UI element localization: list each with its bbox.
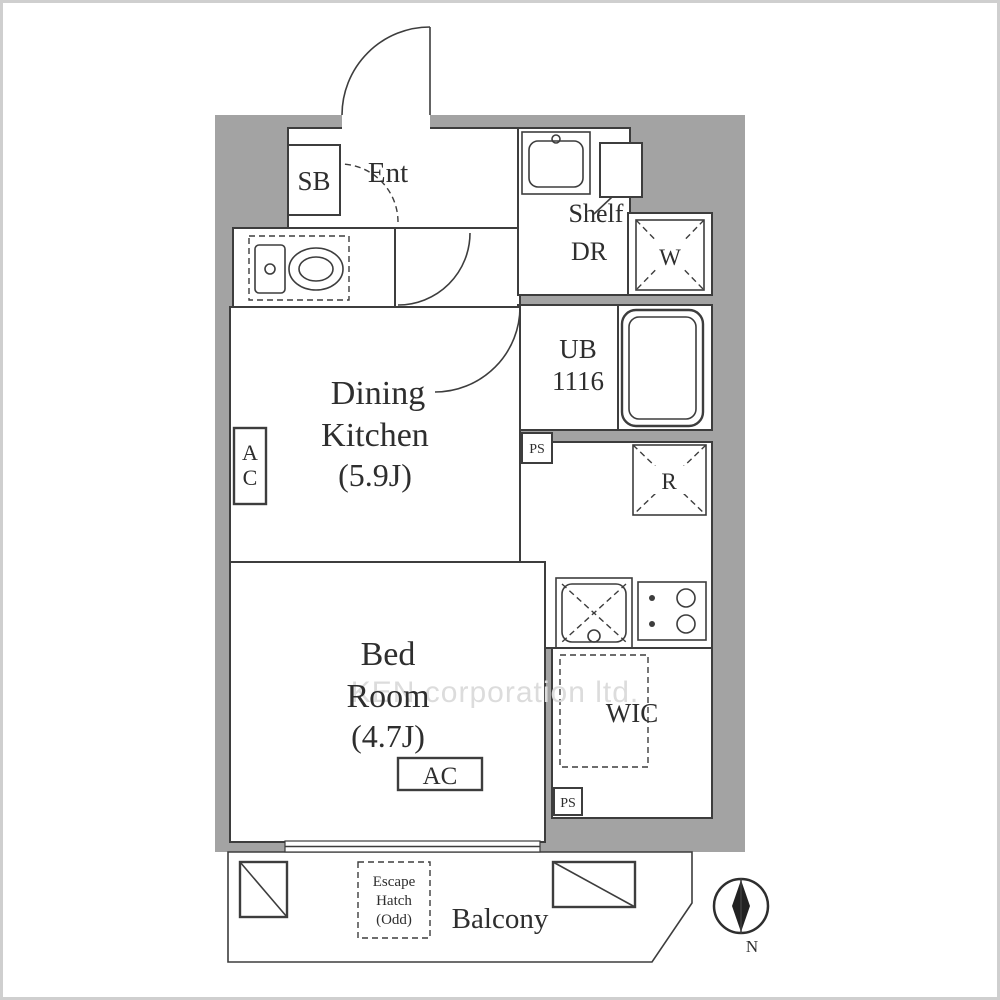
toilet-door-arc: [397, 232, 471, 306]
balcony-label: Balcony: [452, 903, 549, 935]
ac-bedroom-label: AC: [423, 763, 458, 790]
washbasin-outer: [521, 131, 591, 195]
washer-icon: [635, 219, 705, 291]
entry-door-opening: [342, 108, 430, 132]
shelf-box: [599, 142, 643, 198]
bath-area: [617, 304, 713, 431]
ac-unit-bedroom-box: [396, 756, 484, 792]
ub-label-line1: UB: [559, 334, 597, 364]
washer-diagonal-2: [635, 219, 705, 291]
escape-hatch-line2: Hatch: [376, 893, 412, 909]
balcony: [227, 851, 693, 963]
shoe-box: [287, 144, 341, 216]
room-toilet: [232, 227, 396, 308]
balcony-fixture-right: [551, 860, 637, 909]
toilet-bowl-inner: [298, 256, 334, 282]
ps-lower-label: PS: [560, 796, 576, 811]
balcony-fixture-right-diagonal: [552, 861, 636, 908]
escape-hatch: Escape Hatch (Odd): [357, 861, 431, 939]
wic-label: WIC: [606, 698, 658, 728]
room-bedroom: [229, 561, 546, 843]
stove-burner-1: [676, 588, 696, 608]
escape-hatch-line3: (Odd): [376, 912, 412, 928]
pipe-space-upper-box: [521, 432, 553, 464]
ub-label-line2: 1116: [552, 366, 604, 396]
sink-drain: [587, 629, 601, 643]
fridge-box: [632, 444, 707, 516]
fridge-label-bg: [652, 466, 686, 494]
room-dining-kitchen: [229, 306, 521, 563]
entry-door: [341, 26, 431, 132]
dining-kitchen-label-line3: (5.9J): [338, 457, 412, 493]
washer-box: [635, 219, 705, 291]
balcony-outline: [227, 851, 693, 963]
stove-knob-1: [649, 595, 655, 601]
ac-unit-wall-box: [232, 426, 268, 506]
dk-door-arc: [434, 306, 521, 393]
shelf-label: Shelf: [569, 199, 624, 228]
toilet-flush-button: [264, 263, 276, 275]
stove-icon: [637, 581, 707, 641]
bathtub-outer: [620, 308, 705, 428]
ac-wall-label: AC: [238, 440, 263, 490]
compass: N: [712, 877, 770, 956]
stove-burner-2: [676, 614, 696, 634]
toilet-bowl: [288, 247, 344, 291]
dining-kitchen-label-line1: Dining: [331, 375, 425, 412]
washbasin-icon: [521, 131, 591, 195]
shelf-leader-line: [593, 196, 613, 215]
pipe-space-lower-box: [553, 787, 583, 816]
fridge-label: R: [661, 469, 677, 494]
stove-knob-2: [649, 621, 655, 627]
wic-hanging-dashed: [559, 654, 649, 768]
sb-label: SB: [297, 166, 330, 196]
watermark: KEN corporation ltd.: [351, 676, 639, 709]
washer-label-bg: [654, 241, 686, 269]
washer-label: W: [659, 245, 681, 270]
washer-diagonal-1: [635, 219, 705, 291]
sink-icon: [555, 577, 633, 649]
bedroom-label-line3: (4.7J): [351, 718, 425, 754]
washbasin-bowl: [528, 140, 584, 188]
balcony-fixture-left-diagonal: [239, 861, 288, 918]
entry-door-arc: [341, 26, 431, 116]
room-corridor: [394, 227, 521, 308]
room-unit-bath: [517, 304, 619, 431]
toilet-icon: [248, 235, 350, 301]
sb-door-arc: [339, 163, 399, 223]
ps-upper-label: PS: [529, 442, 545, 457]
dr-label: DR: [571, 237, 608, 266]
bedroom-label-line1: Bed: [361, 636, 416, 673]
balcony-fixture-left: [238, 860, 289, 919]
washbasin-faucet: [551, 134, 561, 144]
dining-kitchen-label-line2: Kitchen: [321, 417, 429, 454]
bathtub-inner: [628, 316, 697, 420]
bedroom-label-line2: Room: [346, 678, 429, 715]
north-label: N: [746, 937, 758, 956]
sink-outer: [555, 577, 633, 649]
sink-diagonal-2: [561, 583, 627, 643]
bathtub-icon: [620, 308, 705, 428]
bedroom-window: [284, 840, 541, 853]
ent-label: Ent: [368, 157, 408, 189]
stove-box: [637, 581, 707, 641]
toilet-tank: [254, 244, 286, 294]
escape-hatch-line1: Escape: [373, 874, 416, 890]
escape-hatch-box: [357, 861, 431, 939]
fridge-icon: [632, 444, 707, 516]
balcony-fixture-right-box: [551, 860, 637, 909]
balcony-fixture-left-box: [238, 860, 289, 919]
toilet-clearance-dashed: [248, 235, 350, 301]
